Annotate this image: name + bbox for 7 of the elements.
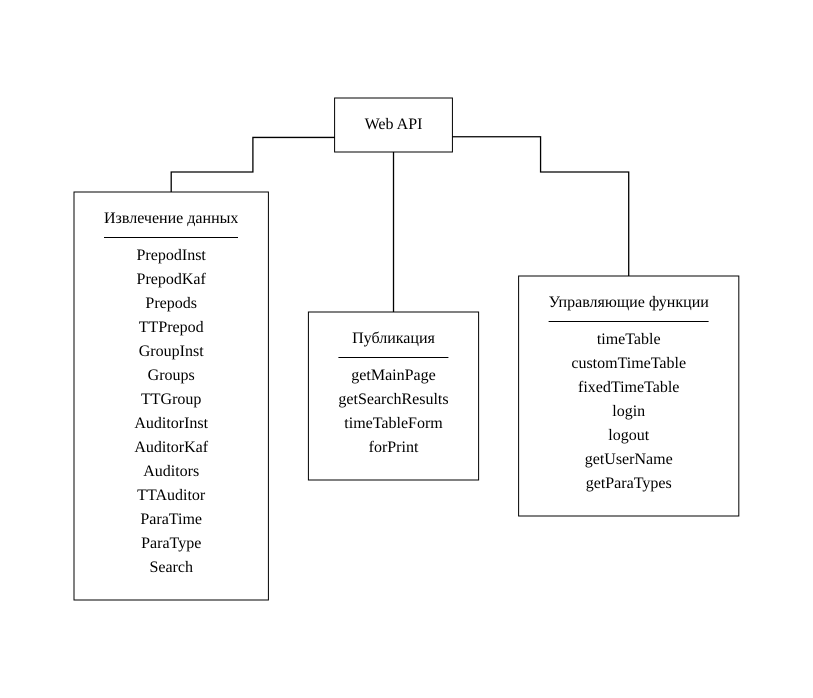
- node-box: Публикация getMainPage getSearchResults timeTableForm forPrint: [308, 312, 480, 480]
- connector: [452, 136, 630, 277]
- node-box: Web API: [334, 98, 454, 152]
- connector: [392, 151, 394, 313]
- node-box: Извлечение данных PrepodInst PrepodKaf Prepods TTPrepod GroupInst Groups TTGroup AuditorInst AuditorKaf Auditors TTAuditor ParaTime ParaType Search: [74, 192, 269, 600]
- node-box: Управляющие функции timeTable customTimeTable fixedTimeTable login logout getUserName getParaTypes: [518, 276, 740, 516]
- connector: [170, 136, 335, 193]
